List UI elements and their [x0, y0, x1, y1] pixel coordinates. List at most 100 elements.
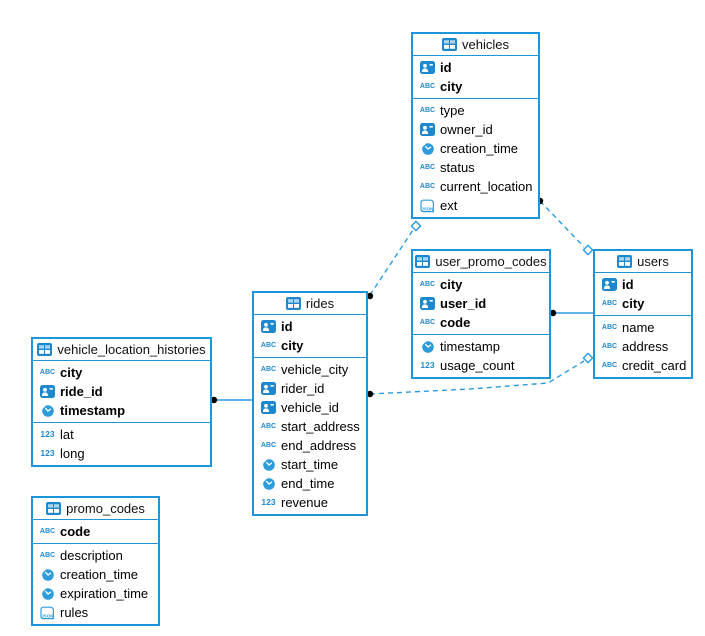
column-status[interactable]: ABC status [413, 158, 538, 177]
column-id[interactable]: id [413, 58, 538, 77]
table-title: rides [305, 296, 335, 311]
column-name: creation_time [440, 141, 519, 156]
timestamp-type-icon [260, 476, 277, 491]
link-dot [210, 396, 218, 404]
timestamp-type-icon [39, 567, 56, 582]
table-header[interactable]: vehicles [413, 34, 538, 56]
text-type-icon: ABC [419, 160, 436, 175]
column-rider_id[interactable]: rider_id [254, 379, 366, 398]
link-rides-vehicles[interactable] [366, 220, 422, 300]
column-name: type [440, 103, 465, 118]
column-name: credit_card [622, 358, 687, 373]
column-owner_id[interactable]: owner_id [413, 120, 538, 139]
link-line[interactable] [369, 360, 585, 395]
column-end_time[interactable]: end_time [254, 474, 366, 493]
column-ride_id[interactable]: ride_id [33, 382, 210, 401]
link-diamond [410, 220, 422, 232]
column-name: city [60, 365, 83, 380]
link-line[interactable] [369, 229, 414, 296]
column-id[interactable]: id [254, 317, 366, 336]
column-name: id [281, 319, 293, 334]
type-glyph: ABC [419, 107, 436, 114]
type-glyph: ABC [260, 442, 277, 449]
column-credit_card[interactable]: ABC credit_card [595, 356, 691, 375]
link-line[interactable] [539, 200, 585, 248]
column-id[interactable]: id [595, 275, 691, 294]
id-type-icon [601, 277, 618, 292]
column-name: status [440, 160, 475, 175]
id-type-icon [419, 296, 436, 311]
link-vehicle_location_histories-rides[interactable] [210, 396, 252, 404]
column-usage_count[interactable]: 123 usage_count [413, 356, 549, 375]
column-name: code [440, 315, 471, 330]
column-timestamp[interactable]: timestamp [33, 401, 210, 420]
type-glyph: ABC [601, 362, 618, 369]
link-user_promo_codes-users[interactable] [549, 309, 593, 317]
table-header[interactable]: users [595, 251, 691, 273]
column-current_location[interactable]: ABC current_location [413, 177, 538, 196]
column-user_id[interactable]: user_id [413, 294, 549, 313]
table-header[interactable]: promo_codes [33, 498, 158, 520]
number-type-icon: 123 [260, 495, 277, 510]
column-vehicle_city[interactable]: ABC vehicle_city [254, 360, 366, 379]
column-name: vehicle_city [281, 362, 349, 377]
type-glyph: ABC [260, 366, 277, 373]
column-vehicle_id[interactable]: vehicle_id [254, 398, 366, 417]
type-glyph: 123 [420, 360, 435, 371]
column-name: end_time [281, 476, 335, 491]
link-diamond [582, 352, 594, 364]
column-creation_time[interactable]: creation_time [33, 565, 158, 584]
columns-section: timestamp 123 usage_count [413, 334, 549, 377]
table-header[interactable]: vehicle_location_histories [33, 339, 210, 361]
column-name: start_time [281, 457, 339, 472]
column-name: usage_count [440, 358, 515, 373]
column-name: city [281, 338, 304, 353]
column-creation_time[interactable]: creation_time [413, 139, 538, 158]
type-glyph: ABC [601, 343, 618, 350]
text-type-icon: ABC [260, 338, 277, 353]
table-header[interactable]: user_promo_codes [413, 251, 549, 273]
column-type[interactable]: ABC type [413, 101, 538, 120]
link-diamond [582, 244, 594, 256]
column-timestamp[interactable]: timestamp [413, 337, 549, 356]
column-name: expiration_time [60, 586, 149, 601]
link-rides-users[interactable] [366, 352, 594, 398]
type-glyph: ABC [419, 183, 436, 190]
column-start_time[interactable]: start_time [254, 455, 366, 474]
table-header[interactable]: rides [254, 293, 366, 315]
column-name: ride_id [60, 384, 103, 399]
text-type-icon: ABC [260, 419, 277, 434]
link-vehicles-users[interactable] [536, 197, 594, 256]
column-city[interactable]: ABC city [254, 336, 366, 355]
column-expiration_time[interactable]: expiration_time [33, 584, 158, 603]
column-name: user_id [440, 296, 487, 311]
column-name: current_location [440, 179, 533, 194]
